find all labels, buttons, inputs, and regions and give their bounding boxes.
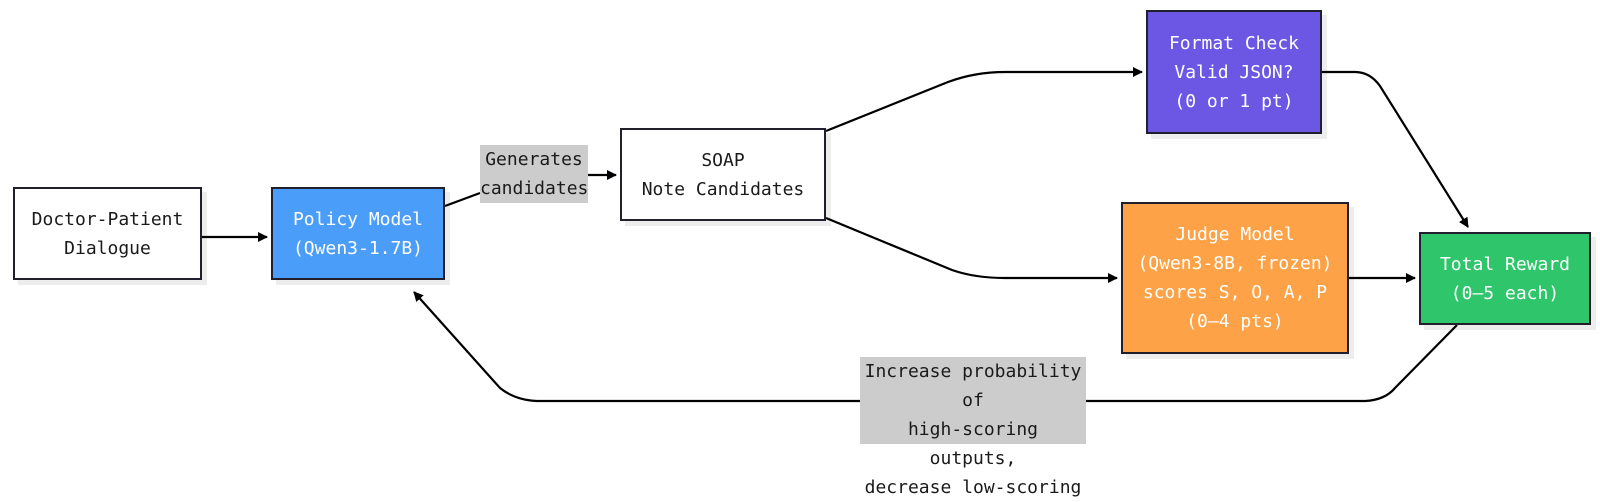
edge-label-generates-candidates: Generates candidates bbox=[480, 145, 588, 203]
edge-soap-to-format bbox=[825, 67, 1143, 133]
edge-soap-to-judge bbox=[825, 216, 1118, 283]
connector-layer bbox=[202, 67, 1469, 403]
edge-policy-to-label bbox=[444, 191, 481, 208]
node-doctor-patient-dialogue: Doctor-Patient Dialogue bbox=[13, 187, 202, 280]
node-total-reward: Total Reward (0–5 each) bbox=[1419, 232, 1591, 325]
node-judge-model: Judge Model (Qwen3-8B, frozen) scores S,… bbox=[1121, 202, 1349, 354]
node-format-check: Format Check Valid JSON? (0 or 1 pt) bbox=[1146, 10, 1322, 134]
node-soap-note-candidates: SOAP Note Candidates bbox=[620, 128, 826, 221]
flow-diagram: Doctor-Patient Dialogue Policy Model (Qw… bbox=[13, 10, 1591, 498]
edge-label-feedback: Increase probability of high-scoring out… bbox=[860, 357, 1086, 498]
edge-format-to-reward bbox=[1322, 70, 1469, 228]
node-policy-model: Policy Model (Qwen3-1.7B) bbox=[271, 187, 445, 280]
